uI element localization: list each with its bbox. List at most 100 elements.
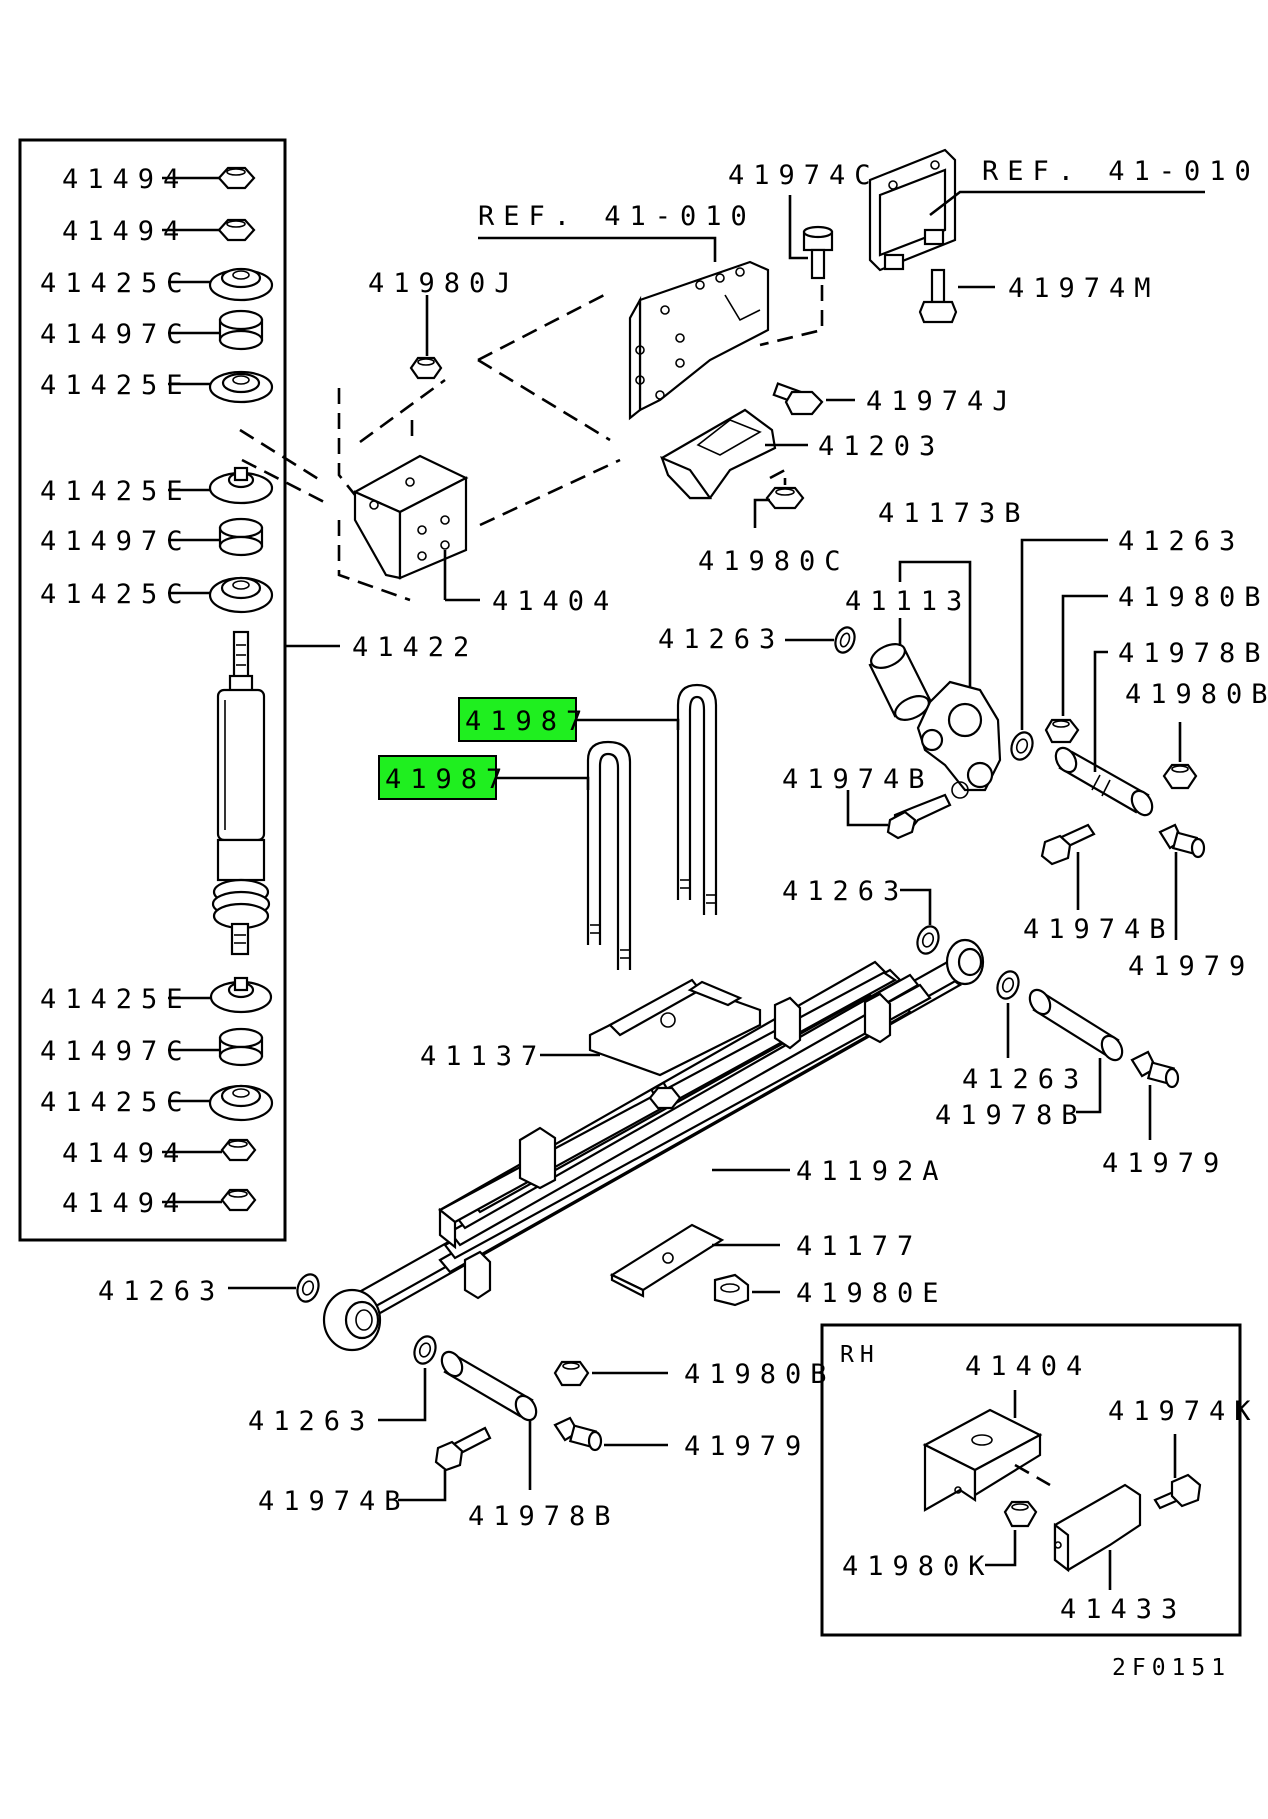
label-41203: 41203 (818, 431, 944, 462)
label-41137: 41137 (420, 1041, 546, 1072)
nut-41980b-right (1162, 763, 1198, 790)
cup-41425e-b (208, 466, 274, 505)
bush-41497c-b (218, 517, 264, 557)
label-41425e-1: 41425E (40, 370, 192, 401)
rh-nut-41980k (1003, 1500, 1038, 1528)
bolt-41974c (802, 225, 834, 280)
label-41978b-top: 41978B (1118, 638, 1268, 669)
nut-41980b-bottom (553, 1360, 590, 1387)
label-41497c-1: 41497C (40, 319, 192, 350)
bolt-41974b-top (886, 793, 952, 840)
frame-clip-bracket (868, 148, 957, 272)
cup-41425e-a (208, 370, 274, 404)
label-41974c: 41974C (728, 160, 880, 191)
nut-41980c (765, 486, 805, 510)
pin-41978b-mid (1028, 988, 1124, 1062)
rh-bolt-41974k (1153, 1473, 1202, 1510)
label-41974k: 41974K (1108, 1396, 1260, 1427)
washer-41263-lower (996, 970, 1020, 1000)
washer-41263-b (1010, 731, 1034, 761)
label-41433: 41433 (1060, 1594, 1186, 1625)
label-41113: 41113 (845, 586, 971, 617)
label-41494-2: 41494 (62, 216, 188, 247)
shock-lower-parts (208, 976, 274, 1212)
label-41494-1: 41494 (62, 164, 188, 195)
label-41263-lower: 41263 (962, 1064, 1088, 1095)
label-41987-1[interactable]: 41987 (465, 706, 591, 737)
label-41980b-right: 41980B (1125, 679, 1268, 710)
label-41494-3: 41494 (62, 1138, 188, 1169)
label-41177: 41177 (796, 1231, 922, 1262)
label-41422: 41422 (352, 632, 478, 663)
label-41980j: 41980J (368, 268, 520, 299)
label-41978b-mid: 41978B (935, 1100, 1087, 1131)
label-41425c-2: 41425C (40, 579, 192, 610)
label-41979-top: 41979 (1128, 951, 1254, 982)
bolt-41974b-bottom (434, 1426, 492, 1472)
label-41263-a: 41263 (658, 624, 784, 655)
pin-41978b-top (1054, 746, 1154, 817)
seat-41137 (588, 978, 762, 1077)
label-41974m: 41974M (1008, 273, 1160, 304)
label-41974b-bottom: 41974B (258, 1486, 410, 1517)
bush-41497c-c (218, 1027, 264, 1067)
label-41404: 41404 (492, 586, 618, 617)
grease-41979-mid (1130, 1050, 1180, 1089)
cup-41425c-c (208, 1084, 274, 1122)
stopper-41203 (660, 408, 777, 500)
label-41497c-3: 41497C (40, 1036, 192, 1067)
label-41425c-3: 41425C (40, 1087, 192, 1118)
grease-41979-bottom (553, 1416, 603, 1452)
label-41974b-right: 41974B (1023, 914, 1175, 945)
bolt-41974m (918, 268, 958, 324)
shock-box-leaders (162, 176, 222, 1204)
label-41974j: 41974J (866, 386, 1018, 417)
rh-plate-41433 (1053, 1483, 1142, 1573)
label-41425e-3: 41425E (40, 984, 192, 1015)
highlight-41987-2[interactable] (378, 755, 497, 800)
rh-inset-frame (820, 1323, 1242, 1637)
pin-41978b-bottom (440, 1350, 538, 1422)
washer-41263-a (834, 626, 856, 654)
label-41987-2[interactable]: 41987 (385, 764, 511, 795)
u-bolt-2 (586, 740, 632, 970)
nut-41494-a (217, 166, 256, 190)
nut-41980j (409, 356, 443, 380)
cup-41425c-a (208, 267, 274, 302)
shock-absorber-frame (18, 138, 287, 1242)
label-41979-bottom: 41979 (684, 1431, 810, 1462)
label-41425e-2: 41425E (40, 476, 192, 507)
label-41494-4: 41494 (62, 1188, 188, 1219)
frame-bracket-41404 (352, 454, 469, 580)
diagram-code: 2F0151 (1112, 1655, 1231, 1681)
bushing-41113 (868, 643, 932, 721)
nut-41494-b (217, 218, 256, 242)
shackle-41173b (916, 680, 1002, 799)
nut-41980e (713, 1273, 750, 1307)
shock-mount-parts (208, 166, 274, 614)
bush-41497c-a (218, 309, 264, 351)
label-41978b-bottom: 41978B (468, 1501, 620, 1532)
nut-41980b-top (1044, 718, 1080, 744)
ref-left: REF. 41-010 (478, 201, 756, 232)
rh-bracket-41404 (922, 1408, 1043, 1512)
label-41192a: 41192A (796, 1156, 948, 1187)
highlight-41987-1[interactable] (458, 697, 577, 742)
label-41980k: 41980K (842, 1551, 994, 1582)
nut-41494-c (220, 1138, 257, 1162)
pad-41177 (609, 1223, 725, 1298)
cup-41425c-b (208, 576, 274, 614)
cup-41425e-c (209, 976, 273, 1014)
label-41263-front2: 41263 (248, 1406, 374, 1437)
rh-inset-title: RH (840, 1342, 880, 1368)
washer-41263-front (296, 1273, 320, 1303)
label-41979-mid: 41979 (1102, 1148, 1228, 1179)
label-41980e: 41980E (796, 1278, 948, 1309)
shock-box-labels: 41494 41494 41425C 41497C 41425E 41425E … (40, 164, 192, 1219)
label-41263-front: 41263 (98, 1276, 224, 1307)
label-41980c: 41980C (698, 546, 850, 577)
bolt-41974b-right (1040, 823, 1096, 866)
label-41173b: 41173B (878, 498, 1030, 529)
label-41980b-bottom: 41980B (684, 1359, 836, 1390)
ref-right: REF. 41-010 (982, 156, 1260, 187)
